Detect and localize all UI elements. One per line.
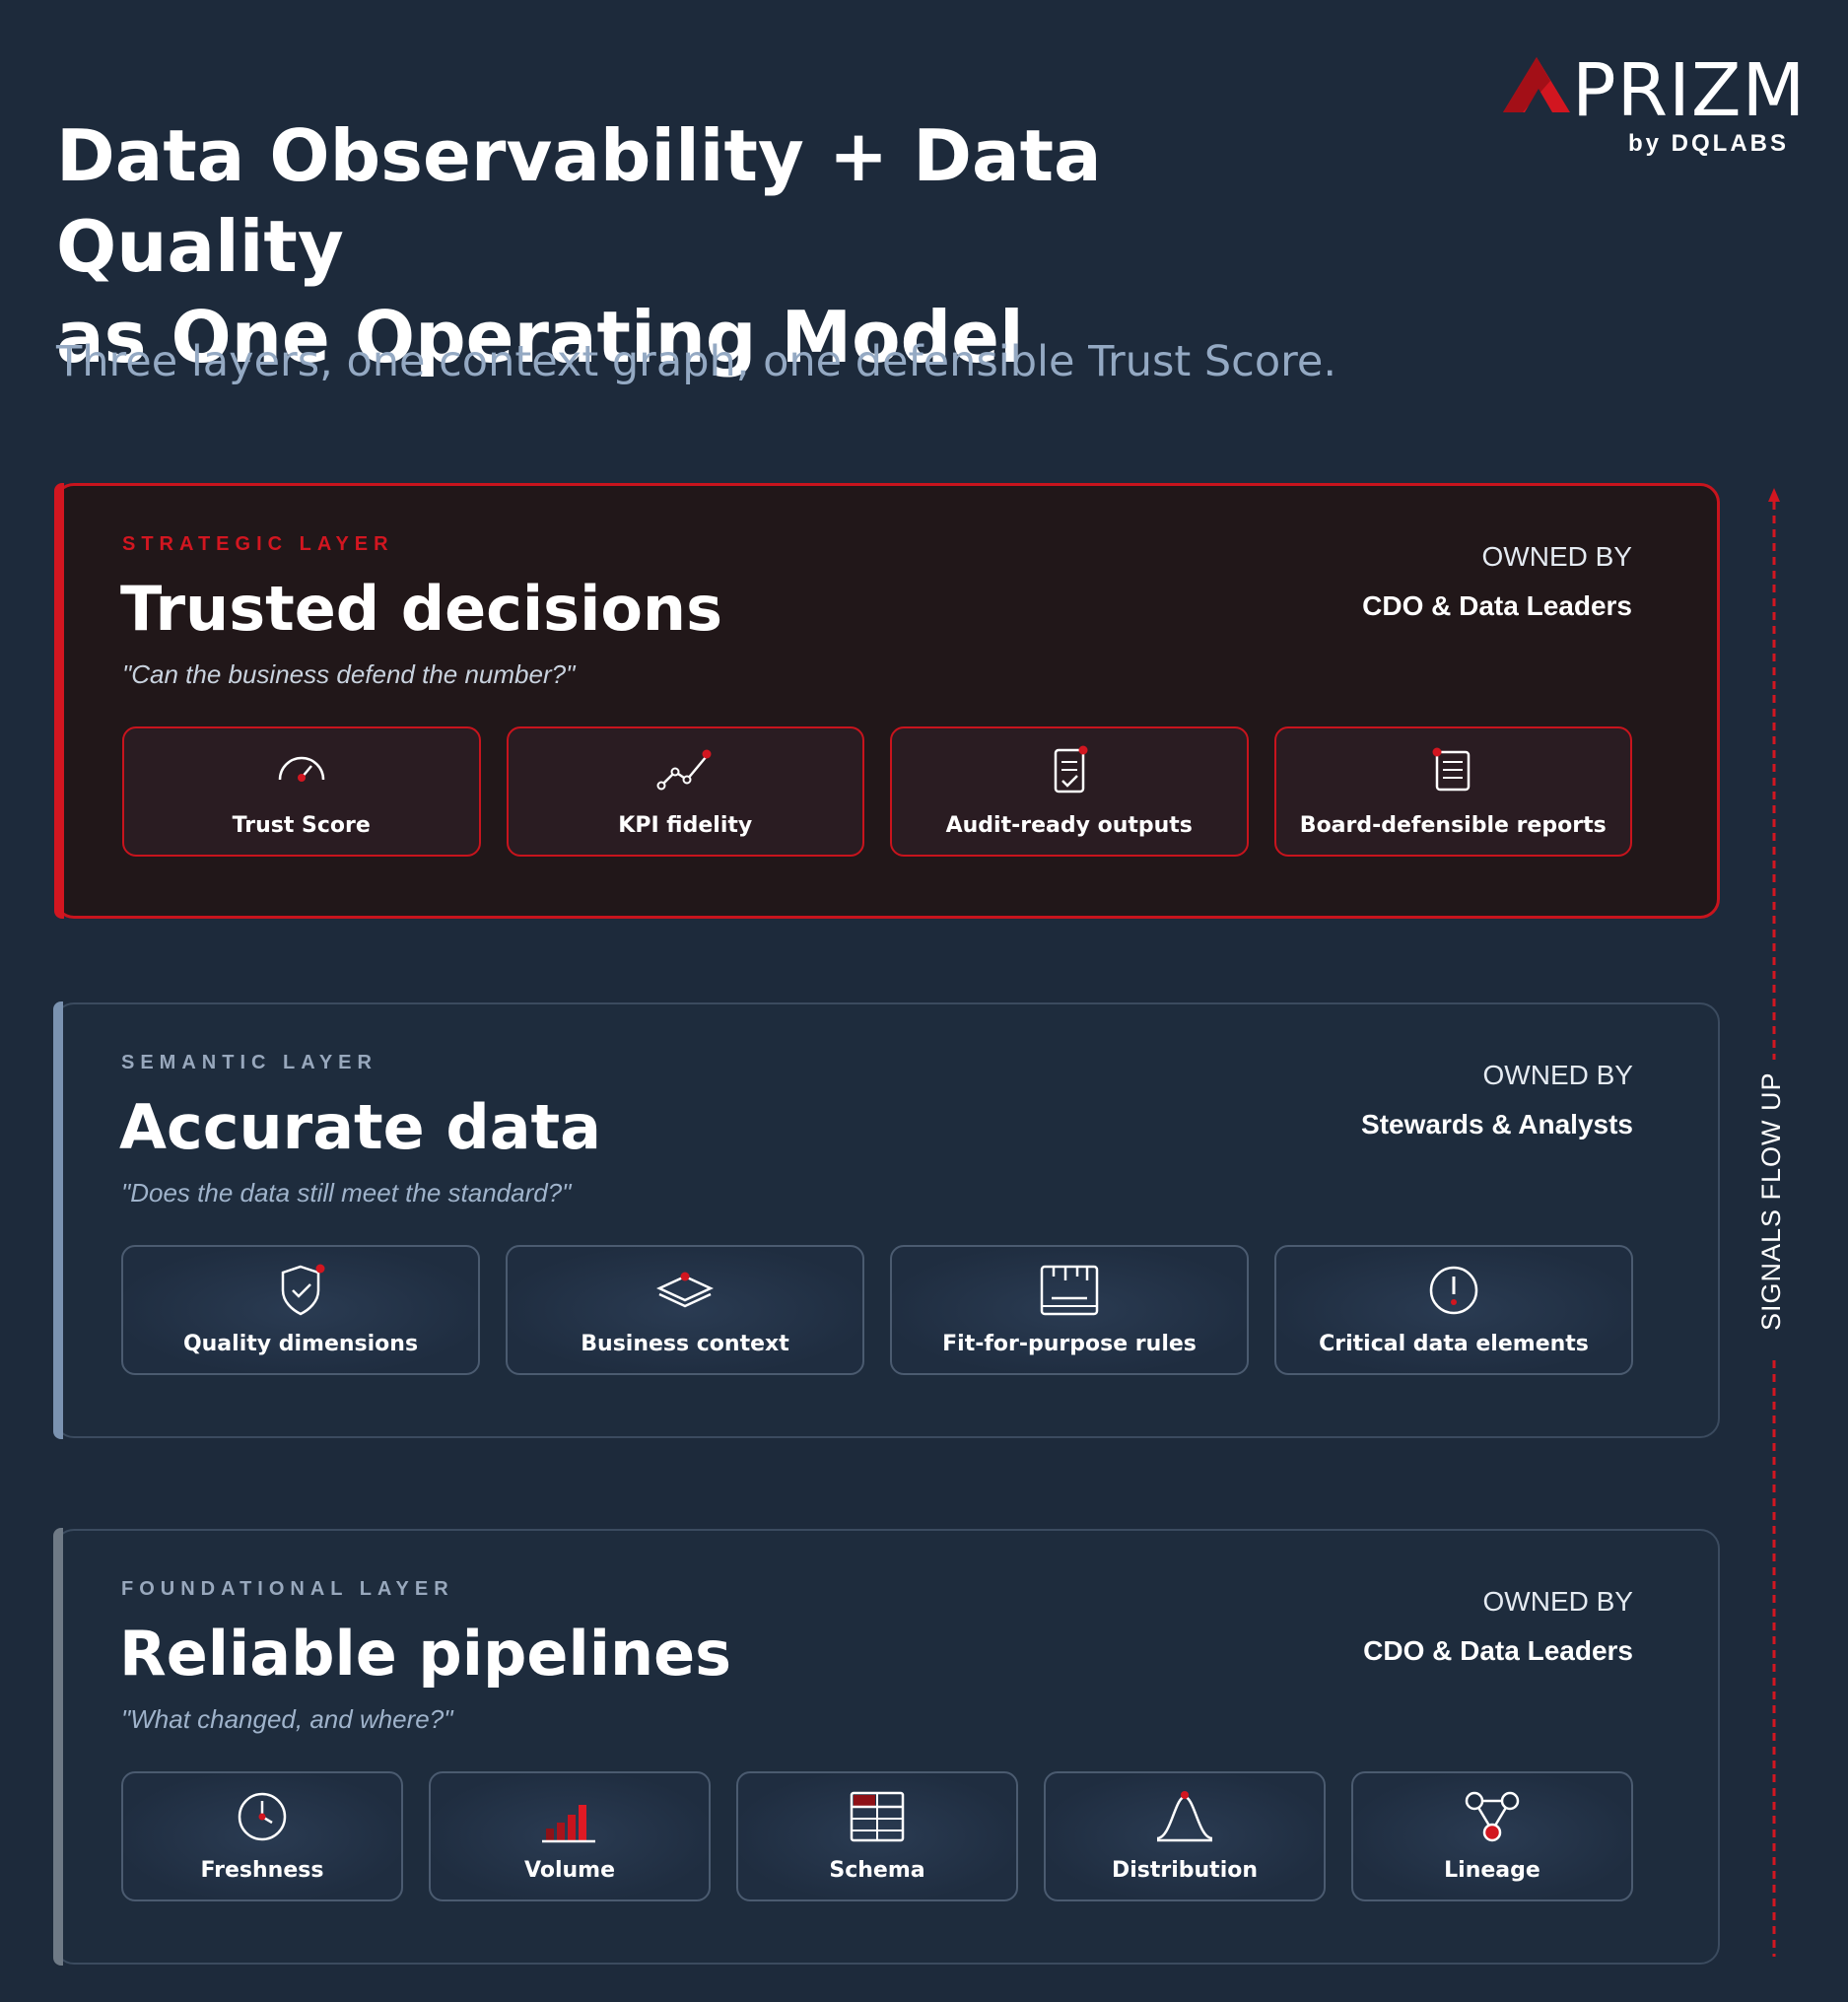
- card-trust-score: Trust Score: [122, 726, 481, 857]
- layer-title: Accurate data: [119, 1091, 602, 1163]
- card-label: Trust Score: [232, 813, 371, 838]
- layer-label: STRATEGIC LAYER: [122, 533, 394, 555]
- capability-cards: Quality dimensions Business context Fit-…: [121, 1245, 1633, 1375]
- layer-label: SEMANTIC LAYER: [121, 1052, 377, 1073]
- signals-flow-label: SIGNALS FLOW UP: [1756, 1071, 1786, 1331]
- card-label: Freshness: [200, 1858, 324, 1883]
- card-label: Board-defensible reports: [1299, 813, 1607, 838]
- card-schema: Schema: [736, 1771, 1018, 1901]
- title-line-2: as One Operating Model: [56, 296, 1024, 379]
- trend-line-icon: [656, 749, 712, 791]
- owner-name: CDO & Data Leaders: [1363, 1635, 1633, 1666]
- page-title: Data Observability + Data Quality as One…: [56, 110, 1387, 382]
- layer-question: "Can the business defend the number?": [122, 659, 576, 689]
- card-business-context: Business context: [506, 1245, 864, 1375]
- layer-accent-bar: [53, 1001, 63, 1439]
- report-icon: [1432, 747, 1471, 792]
- card-label: Schema: [829, 1858, 925, 1883]
- owner-block: OWNED BY CDO & Data Leaders: [1363, 1586, 1633, 1667]
- layers-icon: [656, 1272, 714, 1308]
- card-label: KPI fidelity: [618, 813, 753, 838]
- card-volume: Volume: [429, 1771, 711, 1901]
- owner-name: Stewards & Analysts: [1361, 1109, 1633, 1139]
- card-label: Volume: [524, 1858, 615, 1883]
- owner-block: OWNED BY CDO & Data Leaders: [1362, 541, 1632, 622]
- layer-accent-bar: [53, 1528, 63, 1966]
- ruler-icon: [1040, 1265, 1099, 1316]
- capability-cards: Freshness Volume Schema: [121, 1771, 1633, 1901]
- card-label: Quality dimensions: [182, 1332, 419, 1356]
- card-label: Fit-for-purpose rules: [942, 1332, 1197, 1356]
- table-icon: [850, 1791, 905, 1842]
- card-distribution: Distribution: [1044, 1771, 1326, 1901]
- card-freshness: Freshness: [121, 1771, 403, 1901]
- strategic-layer-panel: STRATEGIC LAYER Trusted decisions "Can t…: [54, 483, 1720, 919]
- prizm-triangle-icon: [1503, 57, 1570, 112]
- card-fit-for-purpose-rules: Fit-for-purpose rules: [890, 1245, 1249, 1375]
- card-audit-ready-outputs: Audit-ready outputs: [890, 726, 1249, 857]
- brand-byline: by DQLABS: [1627, 130, 1789, 157]
- prizm-logo: PRIZM by DQLABS: [1503, 51, 1805, 160]
- semantic-layer-panel: SEMANTIC LAYER Accurate data "Does the d…: [53, 1001, 1720, 1439]
- card-lineage: Lineage: [1351, 1771, 1633, 1901]
- page-subtitle: Three layers, one context graph, one def…: [56, 337, 1336, 386]
- owned-by-label: OWNED BY: [1482, 1060, 1633, 1090]
- owned-by-label: OWNED BY: [1482, 1586, 1633, 1617]
- card-critical-data-elements: Critical data elements: [1274, 1245, 1633, 1375]
- card-kpi-fidelity: KPI fidelity: [506, 726, 864, 857]
- owner-block: OWNED BY Stewards & Analysts: [1361, 1060, 1633, 1140]
- bell-curve-icon: [1156, 1791, 1213, 1842]
- brand-name: PRIZM: [1572, 48, 1807, 133]
- owner-name: CDO & Data Leaders: [1362, 590, 1632, 621]
- layer-question: "Does the data still meet the standard?": [121, 1178, 572, 1208]
- layer-label: FOUNDATIONAL LAYER: [121, 1578, 454, 1600]
- card-label: Distribution: [1111, 1858, 1259, 1883]
- layer-title: Trusted decisions: [120, 573, 722, 645]
- card-label: Lineage: [1444, 1858, 1540, 1883]
- clock-icon: [238, 1792, 287, 1841]
- card-label: Business context: [581, 1332, 789, 1356]
- shield-check-icon: [281, 1264, 325, 1316]
- owned-by-label: OWNED BY: [1481, 541, 1632, 572]
- card-board-defensible-reports: Board-defensible reports: [1273, 726, 1632, 857]
- bar-chart-icon: [542, 1805, 595, 1843]
- layer-accent-bar: [54, 483, 64, 919]
- signals-flow-arrow: [1768, 488, 1780, 1957]
- alert-circle-icon: [1429, 1266, 1478, 1315]
- checklist-icon: [1054, 745, 1088, 794]
- gauge-icon: [278, 756, 324, 782]
- card-label: Audit-ready outputs: [945, 813, 1193, 838]
- lineage-icon: [1465, 1791, 1520, 1842]
- layer-question: "What changed, and where?": [121, 1704, 453, 1734]
- foundational-layer-panel: FOUNDATIONAL LAYER Reliable pipelines "W…: [53, 1528, 1720, 1966]
- title-line-1: Data Observability + Data Quality: [56, 114, 1102, 288]
- layer-title: Reliable pipelines: [119, 1618, 732, 1690]
- card-quality-dimensions: Quality dimensions: [121, 1245, 480, 1375]
- card-label: Critical data elements: [1319, 1332, 1589, 1356]
- capability-cards: Trust Score KPI fidelity Audit-ready out…: [122, 726, 1632, 857]
